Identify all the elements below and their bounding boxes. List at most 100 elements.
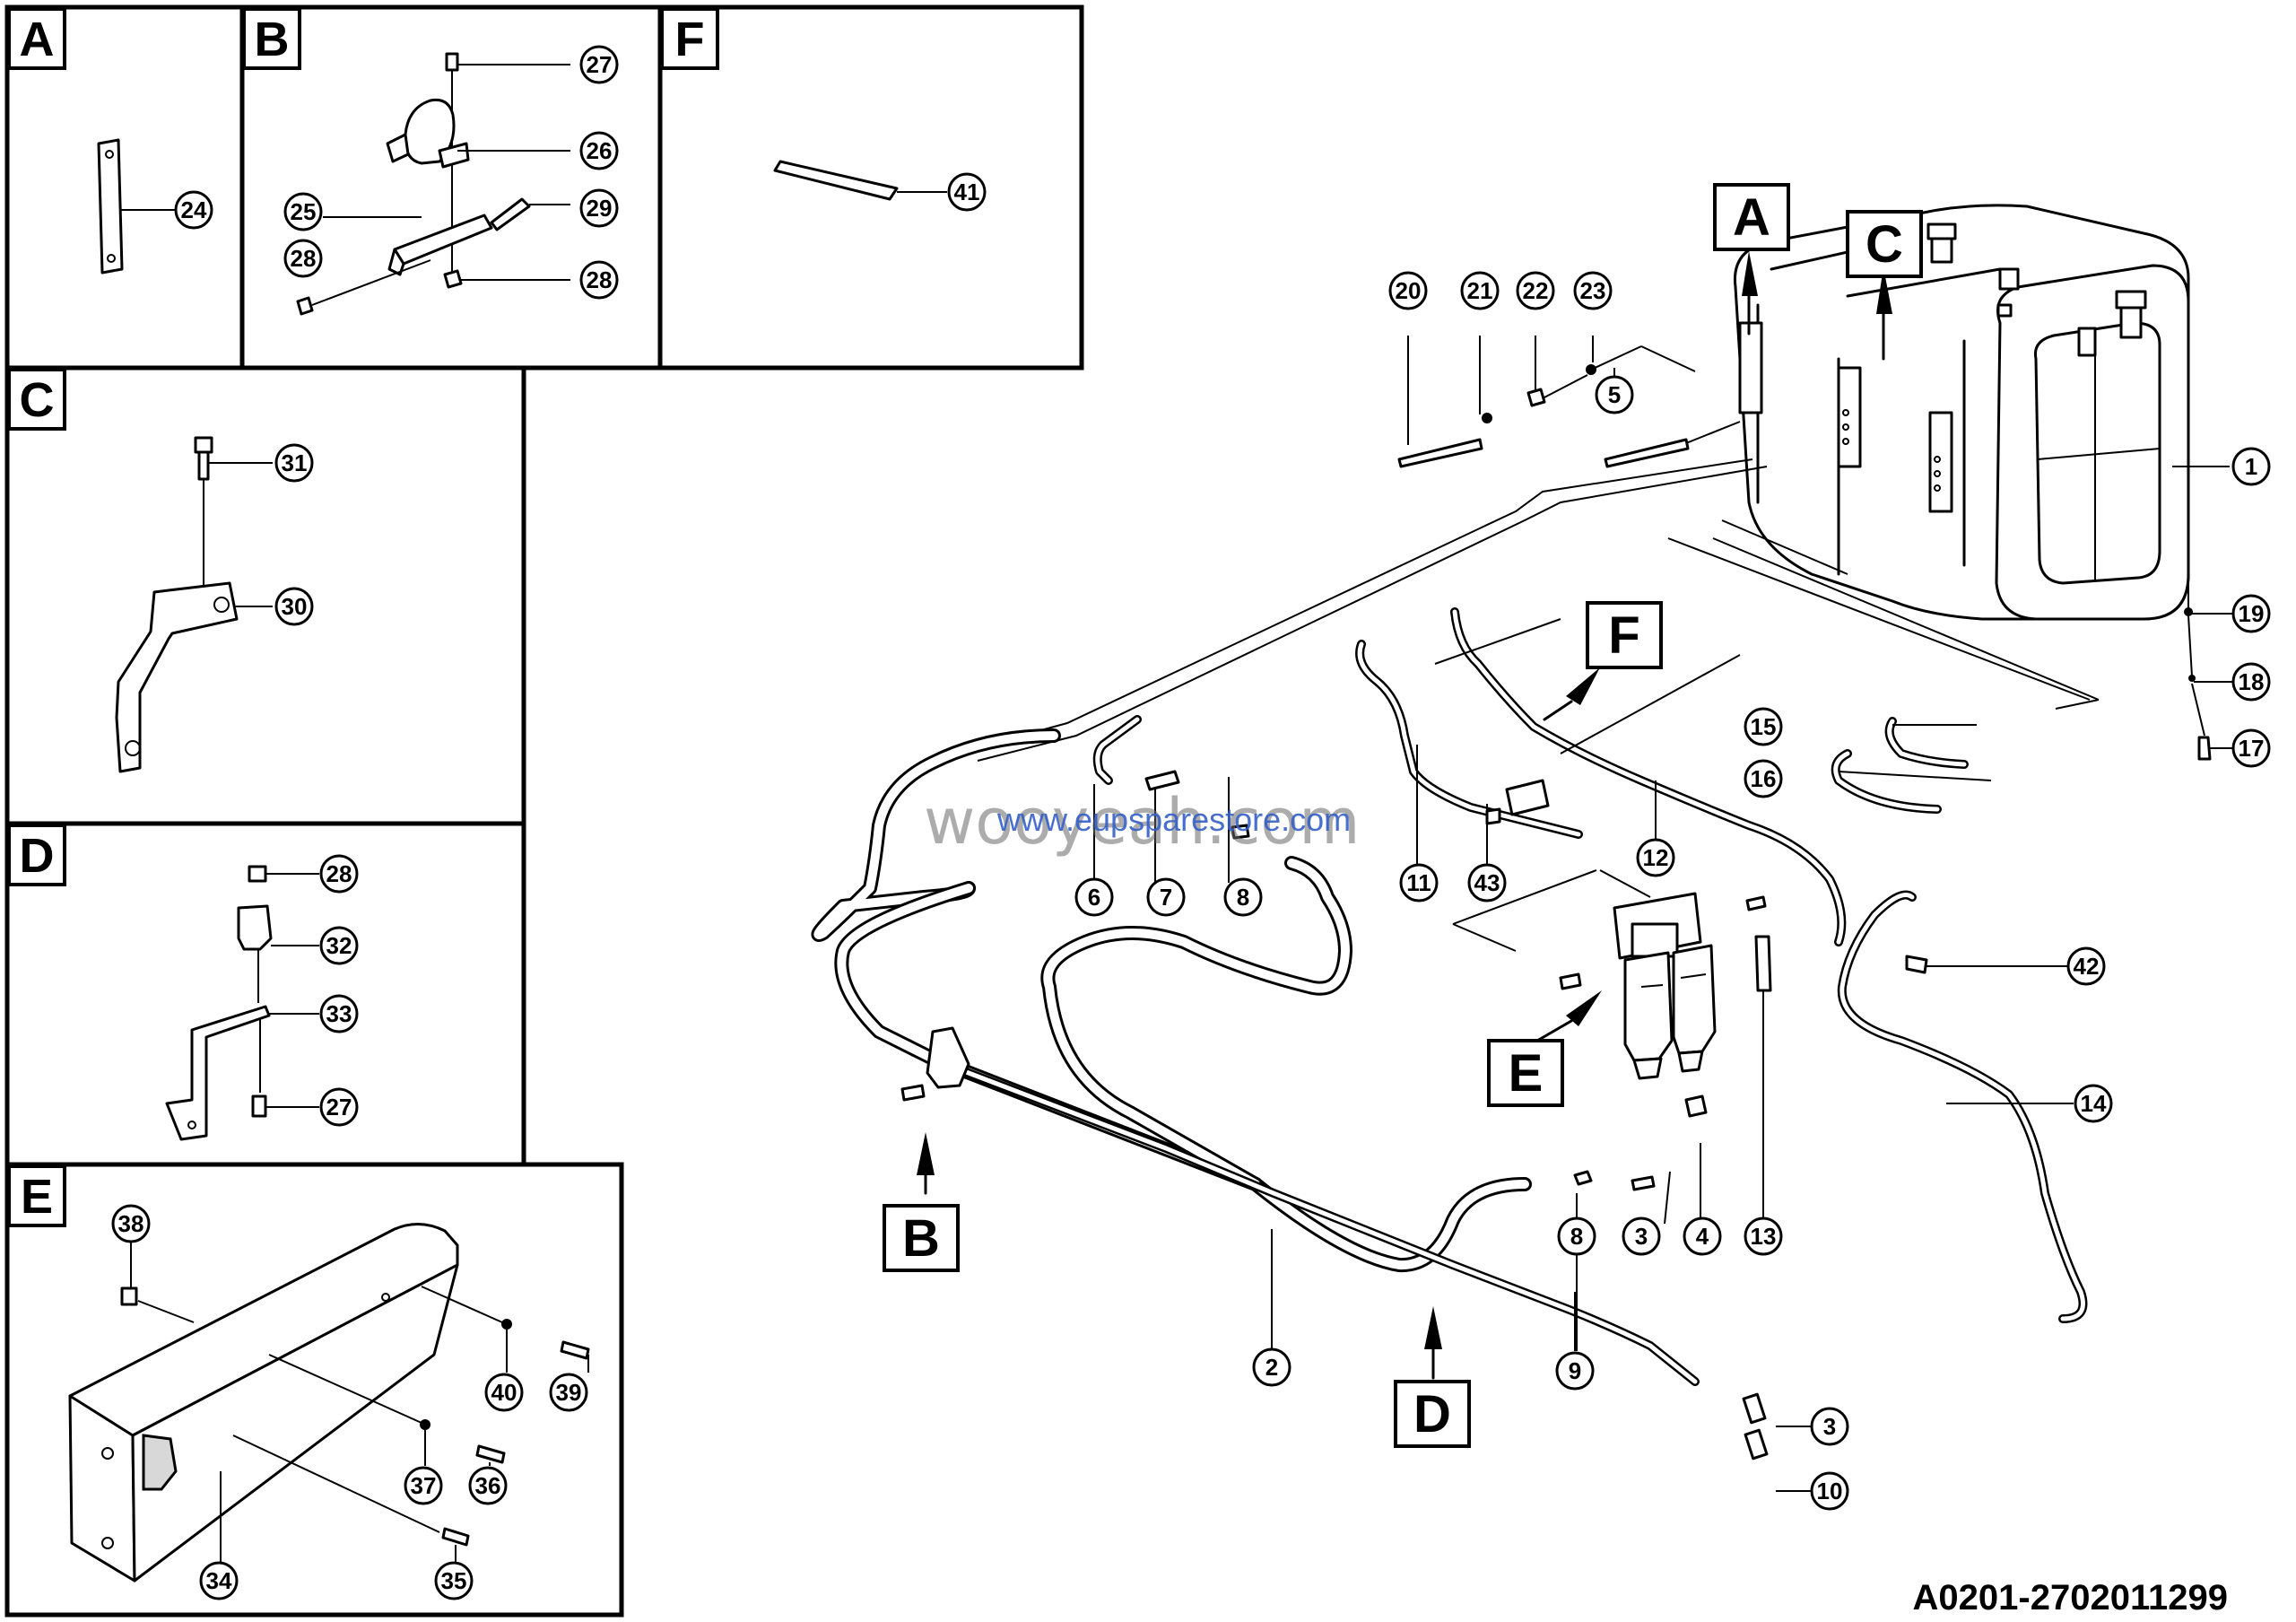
panel-c-bracket: [115, 436, 273, 773]
view-indicators: [917, 251, 1892, 1380]
svg-text:3: 3: [1635, 1223, 1648, 1250]
panel-letter-e: E: [7, 1164, 66, 1227]
svg-text:28: 28: [587, 266, 613, 293]
callout-28-b-left: 28: [283, 239, 323, 278]
callout-21: 21: [1460, 271, 1500, 310]
svg-text:17: 17: [2239, 735, 2265, 762]
view-letter-e: E: [1487, 1039, 1564, 1107]
fuel-filter-assembly: [900, 770, 1772, 1191]
tank-mounting-hardware: [1397, 336, 2233, 761]
panel-letter-b: B: [242, 7, 301, 70]
svg-text:E: E: [1509, 1044, 1544, 1103]
callout-6: 6: [1074, 877, 1114, 917]
svg-text:F: F: [675, 13, 705, 66]
svg-text:D: D: [20, 829, 55, 883]
svg-text:35: 35: [441, 1567, 467, 1594]
callout-15: 15: [1744, 707, 1783, 746]
svg-text:19: 19: [2239, 600, 2265, 627]
svg-text:12: 12: [1643, 844, 1669, 871]
callout-13: 13: [1744, 1216, 1783, 1256]
callout-27-b: 27: [579, 45, 619, 84]
svg-text:B: B: [255, 13, 290, 66]
svg-text:28: 28: [291, 245, 317, 272]
svg-text:42: 42: [2074, 953, 2100, 980]
callout-22: 22: [1516, 271, 1555, 310]
svg-text:25: 25: [291, 198, 317, 225]
callout-28-b-right: 28: [579, 260, 619, 300]
callout-43: 43: [1467, 863, 1507, 903]
svg-text:24: 24: [181, 196, 207, 223]
svg-text:38: 38: [118, 1210, 144, 1237]
panel-d-bracket: [165, 865, 319, 1141]
panel-e-support-bracket: [68, 1223, 590, 1583]
callout-5: 5: [1595, 375, 1634, 414]
svg-text:27: 27: [587, 51, 613, 78]
callout-4: 4: [1683, 1216, 1722, 1256]
svg-text:4: 4: [1696, 1223, 1709, 1250]
panel-letter-a: A: [7, 7, 66, 70]
svg-text:18: 18: [2239, 668, 2265, 695]
callout-bubbles: 24 27 26 25 29 28 28 41 3 1 30 28 32 33 2…: [111, 45, 2271, 1600]
callout-42: 42: [2066, 946, 2106, 986]
svg-text:11: 11: [1406, 869, 1431, 896]
callout-16: 16: [1744, 759, 1783, 798]
svg-text:39: 39: [556, 1379, 582, 1406]
svg-text:16: 16: [1751, 765, 1777, 792]
callout-7: 7: [1146, 877, 1186, 917]
callout-8-top: 8: [1223, 877, 1263, 917]
svg-text:40: 40: [491, 1379, 517, 1406]
callout-24: 24: [174, 190, 213, 230]
callout-18: 18: [2231, 662, 2271, 702]
svg-text:6: 6: [1088, 884, 1100, 911]
callout-26: 26: [579, 131, 619, 170]
svg-text:A: A: [20, 13, 55, 66]
panel-letter-c: C: [7, 368, 66, 431]
callout-12: 12: [1636, 838, 1675, 877]
svg-text:30: 30: [282, 593, 308, 620]
callout-36: 36: [468, 1466, 508, 1505]
svg-text:23: 23: [1580, 277, 1606, 304]
callout-3-mid: 3: [1622, 1216, 1661, 1256]
svg-text:1: 1: [2245, 453, 2257, 480]
svg-text:E: E: [21, 1170, 53, 1224]
callout-14: 14: [2074, 1084, 2113, 1123]
panel-a-spacer-plate: [97, 138, 176, 275]
svg-text:10: 10: [1817, 1478, 1843, 1504]
callout-29: 29: [579, 188, 619, 228]
svg-text:3: 3: [1823, 1413, 1836, 1440]
svg-text:41: 41: [954, 179, 980, 205]
svg-text:20: 20: [1396, 277, 1422, 304]
svg-text:14: 14: [2081, 1090, 2107, 1117]
svg-text:8: 8: [1570, 1223, 1583, 1250]
svg-text:27: 27: [326, 1094, 352, 1121]
svg-text:22: 22: [1523, 277, 1549, 304]
callout-32: 32: [319, 926, 359, 965]
callout-28-d: 28: [319, 854, 359, 894]
callout-3-bottom: 3: [1810, 1407, 1849, 1446]
callout-10: 10: [1810, 1471, 1849, 1511]
svg-text:9: 9: [1569, 1357, 1581, 1384]
fuel-tank: [1712, 204, 2230, 710]
svg-text:15: 15: [1751, 713, 1777, 740]
view-letter-c: C: [1846, 210, 1923, 278]
svg-text:A: A: [1733, 188, 1770, 247]
svg-text:36: 36: [475, 1472, 501, 1499]
callout-38: 38: [111, 1204, 151, 1243]
panel-letter-d: D: [7, 824, 66, 886]
watermark-url: www.eupsparestore.com: [996, 801, 1351, 838]
svg-text:33: 33: [326, 1000, 352, 1027]
svg-text:8: 8: [1237, 884, 1249, 911]
svg-text:29: 29: [587, 195, 613, 222]
view-letter-b: B: [883, 1204, 960, 1272]
svg-text:B: B: [902, 1209, 940, 1268]
view-letter-a: A: [1713, 183, 1790, 251]
callout-35: 35: [434, 1561, 474, 1600]
callout-17: 17: [2231, 728, 2271, 768]
svg-text:5: 5: [1608, 381, 1621, 408]
watermark-text: wooyeah.com: [924, 785, 1360, 859]
callout-23: 23: [1573, 271, 1613, 310]
callout-8-bottom: 8: [1557, 1216, 1596, 1256]
panel-letter-f: F: [660, 7, 719, 70]
panel-f-rubber-strip: [773, 160, 947, 201]
